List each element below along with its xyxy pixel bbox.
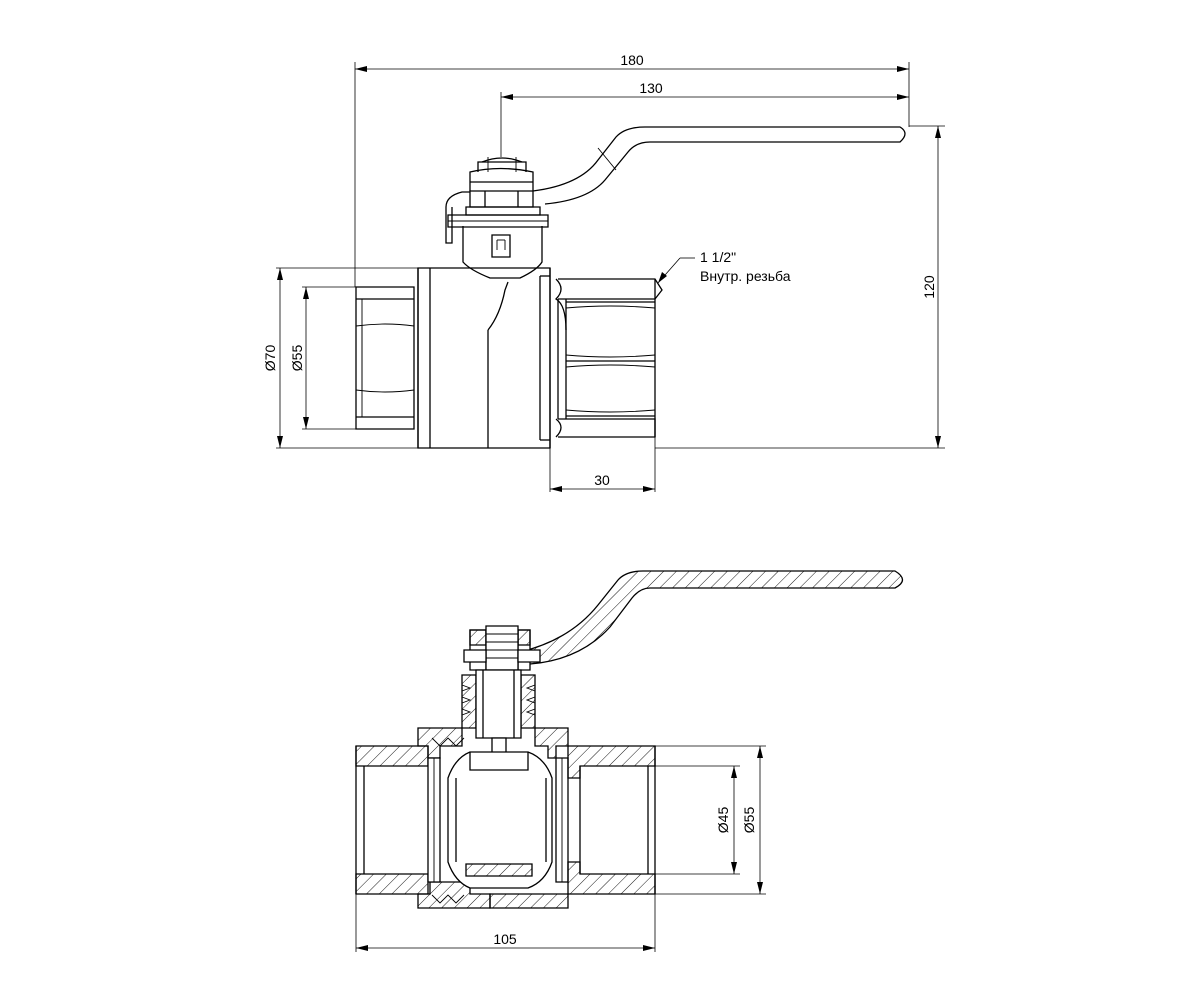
dim-120-label: 120 [921, 275, 937, 299]
dimension-130: 130 [500, 80, 909, 157]
thread-callout: 1 1/2" Внутр. резьба [657, 249, 791, 284]
dim-dia70-label: Ø70 [262, 345, 278, 372]
thread-size-label: 1 1/2" [700, 249, 736, 265]
thread-type-label: Внутр. резьба [700, 268, 791, 284]
dimension-30: 30 [549, 437, 656, 492]
dim-180-label: 180 [620, 52, 644, 68]
dim-dia45-label: Ø45 [715, 807, 731, 834]
dim-130-label: 130 [639, 80, 663, 96]
stem-block [445, 157, 549, 279]
dimension-dia70: Ø70 [262, 267, 418, 449]
valve-side-view: 180 130 120 Ø70 [262, 52, 945, 492]
dimension-105: 105 [355, 894, 656, 952]
dimension-dia55-top: Ø55 [289, 286, 356, 430]
lever-handle-section [518, 570, 904, 665]
dim-dia55-top-label: Ø55 [289, 345, 305, 372]
right-hex-coupling [554, 278, 663, 438]
valve-section-view: Ø45 Ø55 105 [355, 570, 904, 952]
lever-handle-side [532, 126, 906, 205]
dimension-180: 180 [354, 52, 910, 287]
left-hex-coupling [355, 286, 415, 430]
dimension-dia45: Ø45 [655, 765, 740, 875]
stem-nut [463, 625, 541, 671]
dim-dia55-section-label: Ø55 [741, 807, 757, 834]
section-body [355, 727, 656, 909]
dimension-120: 120 [655, 125, 945, 449]
dimension-dia55-section: Ø55 [655, 745, 766, 895]
valve-body [417, 267, 551, 449]
dim-105-label: 105 [493, 931, 517, 947]
dim-30-label: 30 [594, 472, 610, 488]
